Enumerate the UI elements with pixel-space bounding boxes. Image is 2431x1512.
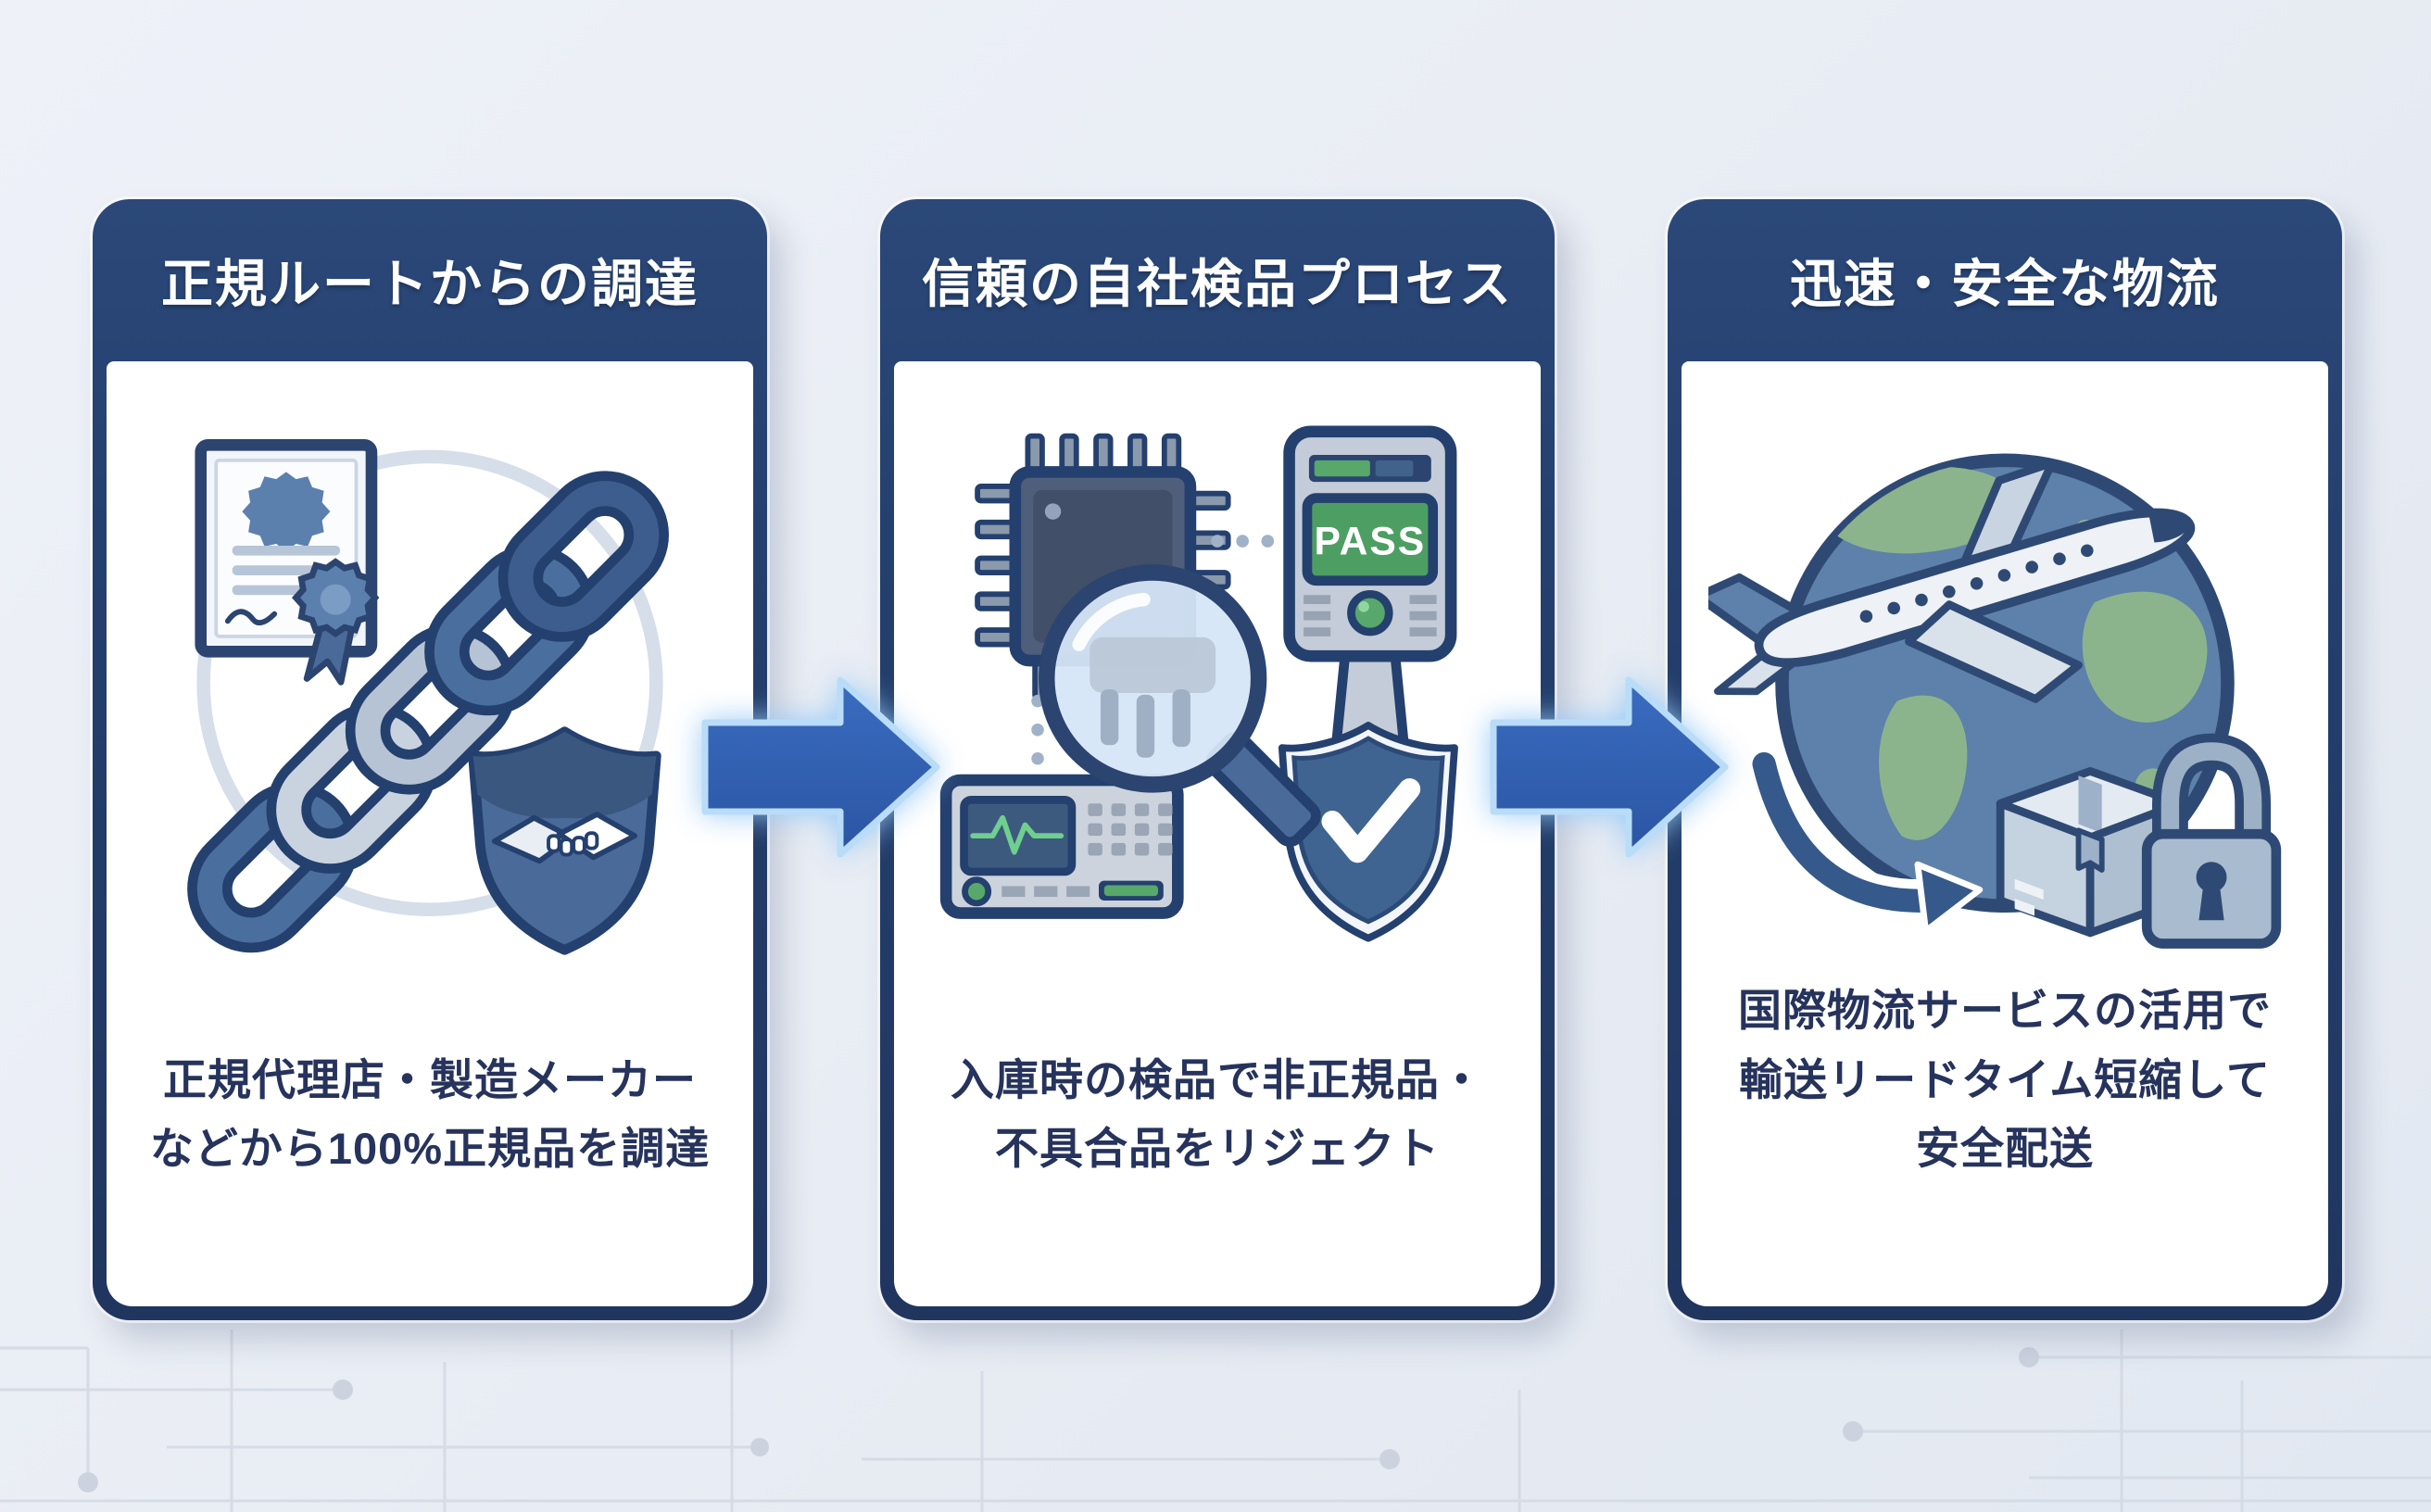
inspection-shield-icon: [1278, 722, 1458, 942]
panel-caption: 入庫時の検品で非正規品・ 不具合品をリジェクト: [894, 1046, 1541, 1184]
caption-line: 正規代理店・製造メーカー: [163, 1054, 697, 1104]
panel-title: 正規ルートからの調達: [161, 255, 699, 313]
caption-line: 不具合品をリジェクト: [995, 1123, 1440, 1173]
caption-line: 国際物流サービスの活用で: [1738, 986, 2272, 1036]
caption-line: などから100%正規品を調達: [149, 1123, 711, 1173]
panel-procurement-header: 正規ルートからの調達: [93, 199, 767, 361]
panel-inspection-header: 信頼の自社検品プロセス: [880, 199, 1555, 361]
flow-arrow-1-icon: [701, 676, 940, 858]
panel-title: 信頼の自社検品プロセス: [922, 255, 1513, 313]
panel-caption: 国際物流サービスの活用で 輸送リードタイム短縮して 安全配送: [1682, 976, 2328, 1183]
panel-procurement-body: 正規代理店・製造メーカー などから100%正規品を調達: [107, 361, 753, 1306]
caption-line: 安全配送: [1916, 1123, 2094, 1173]
supply-chain-icon: [187, 471, 669, 953]
caption-line: 輸送リードタイム短縮して: [1739, 1054, 2271, 1104]
logistics-illustration: [1682, 400, 2328, 984]
route-arrow-icon: [1742, 742, 1984, 935]
panel-logistics: 迅速・安全な物流: [1668, 199, 2342, 1320]
logistics-illustration-svg: [1708, 453, 2282, 949]
panel-inspection: 信頼の自社検品プロセス: [880, 199, 1555, 1320]
caption-line: 入庫時の検品で非正規品・: [951, 1054, 1484, 1104]
panel-caption: 正規代理店・製造メーカー などから100%正規品を調達: [107, 1046, 753, 1184]
airplane-icon: [1708, 459, 2196, 703]
tester-device-icon: PASS: [1283, 425, 1457, 753]
panel-title: 迅速・安全な物流: [1790, 255, 2220, 313]
oscilloscope-icon: [939, 774, 1184, 919]
background-circle: [196, 449, 663, 916]
panel-logistics-body: 国際物流サービスの活用で 輸送リードタイム短縮して 安全配送: [1682, 361, 2328, 1306]
magnifier-icon: [1039, 564, 1321, 847]
handshake-shield-icon: [468, 726, 661, 955]
inspection-illustration-svg: PASS: [939, 425, 1458, 942]
pass-label: PASS: [1314, 520, 1426, 564]
panel-inspection-body: PASS: [894, 361, 1541, 1306]
dotted-connector-h: [1211, 535, 1275, 548]
panel-logistics-header: 迅速・安全な物流: [1668, 199, 2342, 361]
padlock-icon: [2141, 733, 2282, 949]
panel-procurement: 正規ルートからの調達: [93, 199, 767, 1320]
inspection-illustration: PASS: [894, 400, 1541, 984]
procurement-illustration: [107, 400, 753, 984]
procurement-illustration-svg: [187, 439, 669, 955]
certificate-icon: [195, 439, 380, 686]
flow-arrow-2-icon: [1490, 676, 1729, 858]
